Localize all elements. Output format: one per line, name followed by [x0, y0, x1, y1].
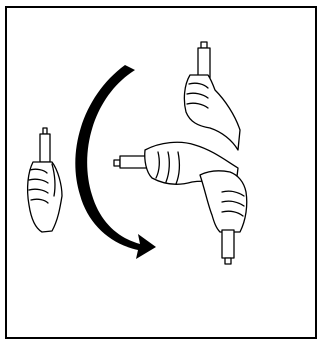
hand-holding-probe-icon [200, 171, 247, 264]
hand-holding-probe-icon [184, 42, 240, 150]
hand-holding-probe-icon [28, 128, 62, 232]
